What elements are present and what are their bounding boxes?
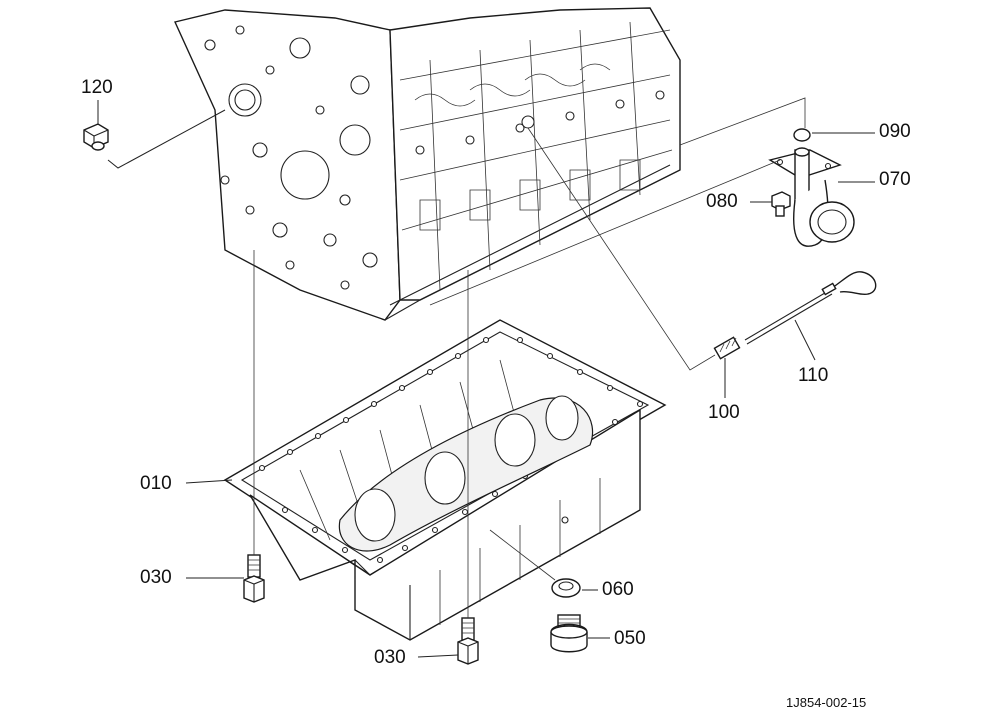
engine-block (174, 7, 681, 321)
label-030-right: 030 (374, 647, 406, 668)
stud-bolt-030-left (243, 554, 265, 603)
label-050: 050 (614, 628, 646, 649)
label-070: 070 (879, 169, 911, 190)
stud-bolt-030-right (457, 617, 479, 665)
leader-lines (97, 97, 875, 658)
plug-120 (83, 123, 109, 151)
label-080: 080 (706, 191, 738, 212)
label-060: 060 (602, 579, 634, 600)
label-090: 090 (879, 121, 911, 142)
dipstick-110 (744, 271, 877, 345)
strainer-070 (768, 147, 855, 247)
drain-plug-050 (550, 614, 588, 653)
label-010: 010 (140, 473, 172, 494)
label-100: 100 (708, 402, 740, 423)
bolt-080 (771, 191, 791, 217)
label-120: 120 (81, 77, 113, 98)
label-030-left: 030 (140, 567, 172, 588)
oil-pan-drawing (223, 319, 667, 641)
guide-100 (713, 336, 741, 360)
drawing-code: 1J854-002-15 (786, 695, 867, 710)
o-ring-090 (793, 128, 811, 142)
washer-060 (551, 578, 581, 598)
label-110: 110 (798, 365, 829, 386)
